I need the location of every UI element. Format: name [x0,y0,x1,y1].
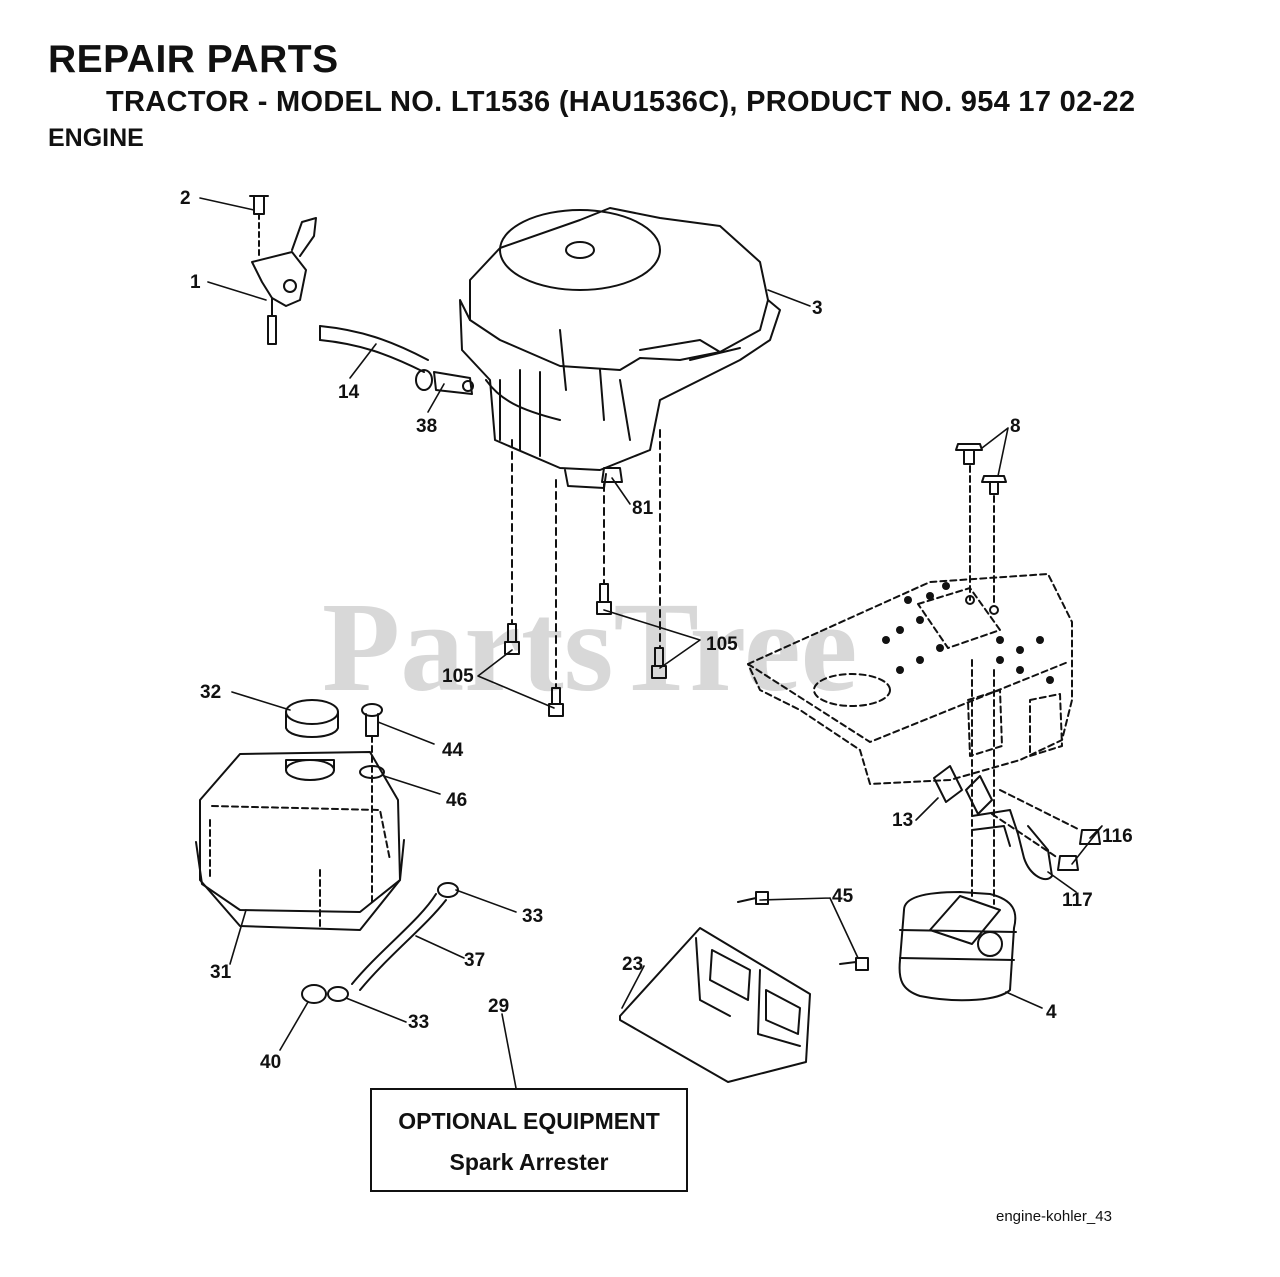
fuel-fitting [415,369,474,395]
throttle-control [249,195,317,345]
nut-81 [601,467,623,483]
exhaust-gaskets [933,659,995,905]
tractor-frame [747,573,1073,785]
section-title: ENGINE [48,124,144,152]
frame-bolts [955,443,1007,615]
callout-45: 45 [832,886,854,907]
callout-23: 23 [622,954,643,975]
figure-id: engine-kohler_43 [996,1208,1112,1225]
callout-117: 117 [1062,890,1093,911]
callout-33-lower: 33 [408,1012,429,1033]
fuel-line [319,325,429,373]
callout-labels: 2 1 14 38 3 81 8 105 105 32 44 46 13 116… [180,188,1133,1073]
callout-3: 3 [812,298,823,319]
callout-14: 14 [338,382,360,403]
leader-lines [199,197,1103,1089]
exhaust-nuts [991,789,1101,871]
tank-screw [361,703,383,907]
clamp-lower [327,986,349,1002]
callout-1: 1 [190,272,201,293]
callout-13: 13 [892,810,913,831]
shield-screws [737,891,869,971]
muffler [898,891,1017,1002]
washer-46 [359,765,385,779]
callout-2: 2 [180,188,191,209]
callout-116: 116 [1102,826,1133,847]
callout-46: 46 [446,790,467,811]
callout-105-right: 105 [706,634,738,655]
optional-equipment-title: OPTIONAL EQUIPMENT [398,1108,660,1134]
fuel-tank [195,751,405,931]
model-subtitle: TRACTOR - MODEL NO. LT1536 (HAU1536C), P… [106,86,1136,118]
watermark-text: PartsTree [322,576,857,718]
callout-81: 81 [632,498,654,519]
heat-shield [619,927,811,1083]
optional-equipment-item: Spark Arrester [449,1149,609,1175]
exhaust-pipe [971,809,1053,881]
callout-29: 29 [488,996,509,1017]
engine [459,207,781,489]
optional-equipment-box: OPTIONAL EQUIPMENT Spark Arrester [370,1088,688,1192]
callout-33-upper: 33 [522,906,543,927]
fuel-hose [351,893,447,991]
callout-32: 32 [200,682,221,703]
callout-38: 38 [416,416,437,437]
callout-105-left: 105 [442,666,474,687]
callout-37: 37 [464,950,485,971]
engine-mount-bolts [504,583,667,717]
fuel-filter [301,984,327,1004]
callout-4: 4 [1046,1002,1057,1023]
frame-holes [882,582,1054,684]
fuel-cap [285,699,339,738]
assembly-lines [511,429,661,689]
callout-8: 8 [1010,416,1021,437]
callout-44: 44 [442,740,464,761]
page-title: REPAIR PARTS [48,38,339,81]
callout-31: 31 [210,962,232,983]
clamp-upper [437,882,459,898]
callout-40: 40 [260,1052,281,1073]
